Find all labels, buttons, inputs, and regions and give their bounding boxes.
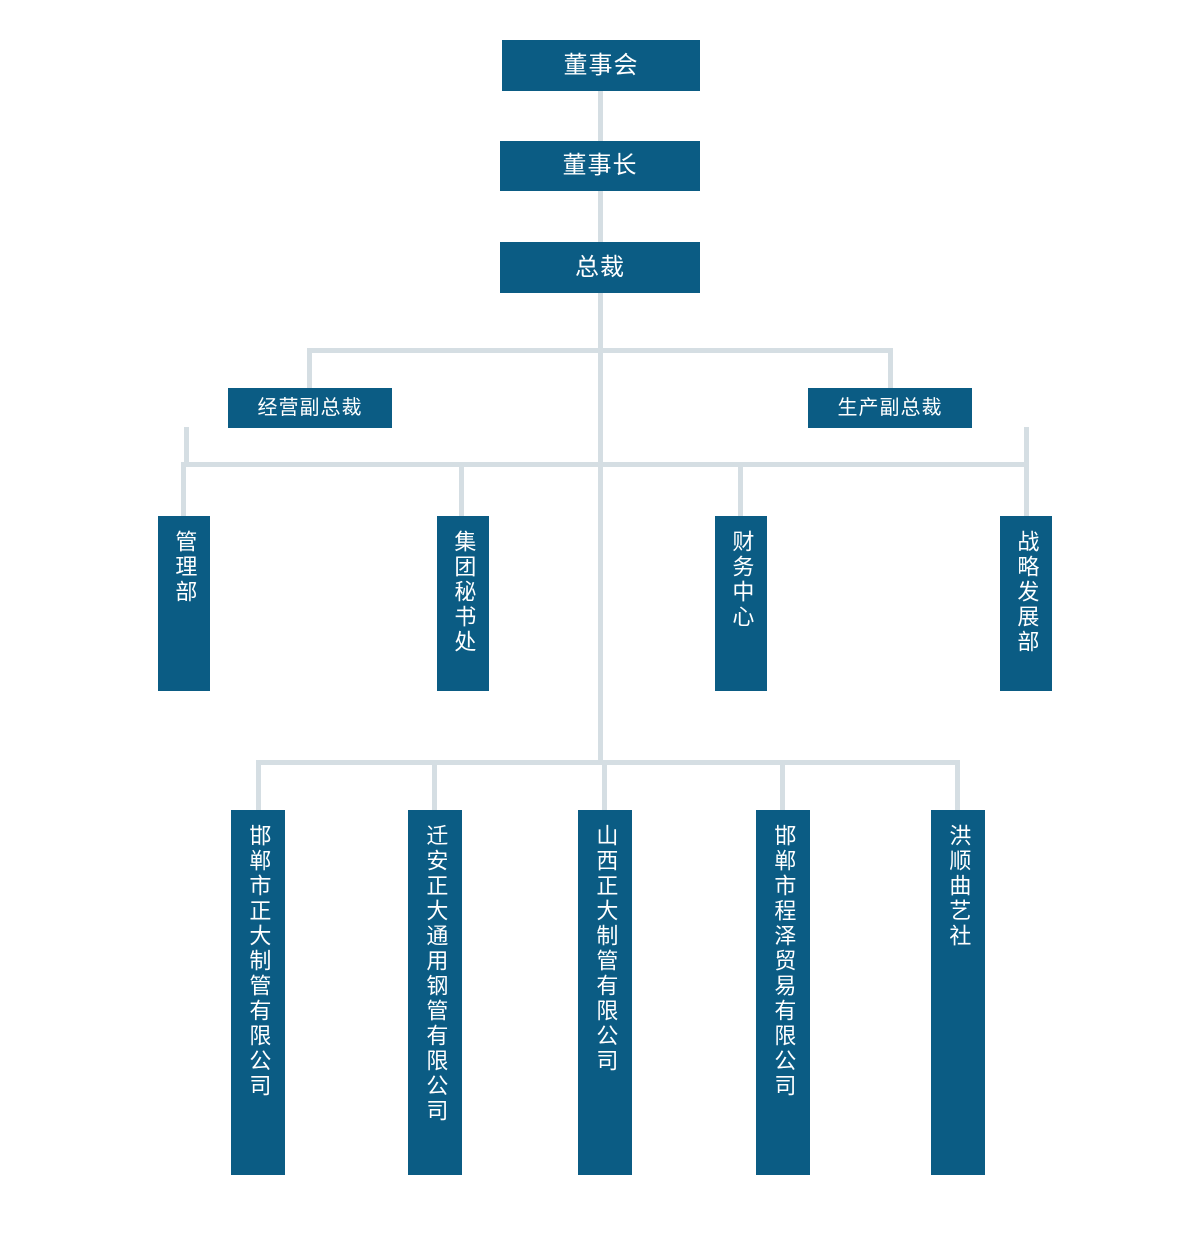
connector-chairman-to-president xyxy=(598,190,603,243)
node-department-management[interactable]: 管理部 xyxy=(158,516,210,691)
node-label: 战略发展部 xyxy=(1014,530,1040,655)
node-chairman[interactable]: 董事长 xyxy=(500,141,700,191)
node-subsidiary-handan-zhengda-pipe[interactable]: 邯郸市正大制管有限公司 xyxy=(231,810,285,1175)
connector-president-spine xyxy=(598,292,603,763)
node-board-of-directors[interactable]: 董事会 xyxy=(502,40,700,91)
connector-vp-right-stem xyxy=(1024,427,1029,465)
node-label: 集团秘书处 xyxy=(451,530,477,655)
connector-drop-sub-3 xyxy=(602,760,607,812)
node-label: 山西正大制管有限公司 xyxy=(593,824,619,1074)
node-department-finance-center[interactable]: 财务中心 xyxy=(715,516,767,691)
connector-drop-dept-2 xyxy=(459,462,464,517)
connector-drop-dept-1 xyxy=(181,462,186,517)
connector-drop-sub-5 xyxy=(955,760,960,812)
connector-drop-sub-4 xyxy=(780,760,785,812)
connector-drop-vp-1 xyxy=(307,348,312,388)
node-label: 管理部 xyxy=(172,530,198,605)
node-vp-production[interactable]: 生产副总裁 xyxy=(808,388,972,428)
node-subsidiary-qianan-zhengda-steel-pipe[interactable]: 迁安正大通用钢管有限公司 xyxy=(408,810,462,1175)
node-label: 迁安正大通用钢管有限公司 xyxy=(423,824,449,1124)
connector-drop-vp-2 xyxy=(888,348,893,388)
node-subsidiary-handan-chengze-trading[interactable]: 邯郸市程泽贸易有限公司 xyxy=(756,810,810,1175)
node-label: 总裁 xyxy=(575,253,625,281)
connector-vp-bus xyxy=(307,348,893,353)
connector-drop-dept-4 xyxy=(1024,462,1029,517)
node-label: 经营副总裁 xyxy=(257,397,363,419)
node-label: 董事长 xyxy=(562,152,638,179)
connector-drop-sub-2 xyxy=(432,760,437,812)
node-label: 财务中心 xyxy=(729,530,755,630)
connector-vp-left-stem xyxy=(184,427,189,465)
node-department-strategic-development[interactable]: 战略发展部 xyxy=(1000,516,1052,691)
node-label: 董事会 xyxy=(563,51,639,79)
connector-department-bus xyxy=(184,462,1029,467)
node-department-group-secretariat[interactable]: 集团秘书处 xyxy=(437,516,489,691)
connector-board-to-chairman xyxy=(598,90,603,141)
node-subsidiary-hongshun-quyi-club[interactable]: 洪顺曲艺社 xyxy=(931,810,985,1175)
node-label: 邯郸市程泽贸易有限公司 xyxy=(771,824,797,1099)
node-label: 洪顺曲艺社 xyxy=(946,824,972,949)
node-label: 邯郸市正大制管有限公司 xyxy=(246,824,272,1099)
node-label: 生产副总裁 xyxy=(837,397,943,419)
node-president[interactable]: 总裁 xyxy=(500,242,700,293)
node-vp-operations[interactable]: 经营副总裁 xyxy=(228,388,392,428)
connector-subsidiary-bus xyxy=(256,760,958,765)
connector-drop-dept-3 xyxy=(738,462,743,517)
node-subsidiary-shanxi-zhengda-pipe[interactable]: 山西正大制管有限公司 xyxy=(578,810,632,1175)
connector-drop-sub-1 xyxy=(256,760,261,812)
